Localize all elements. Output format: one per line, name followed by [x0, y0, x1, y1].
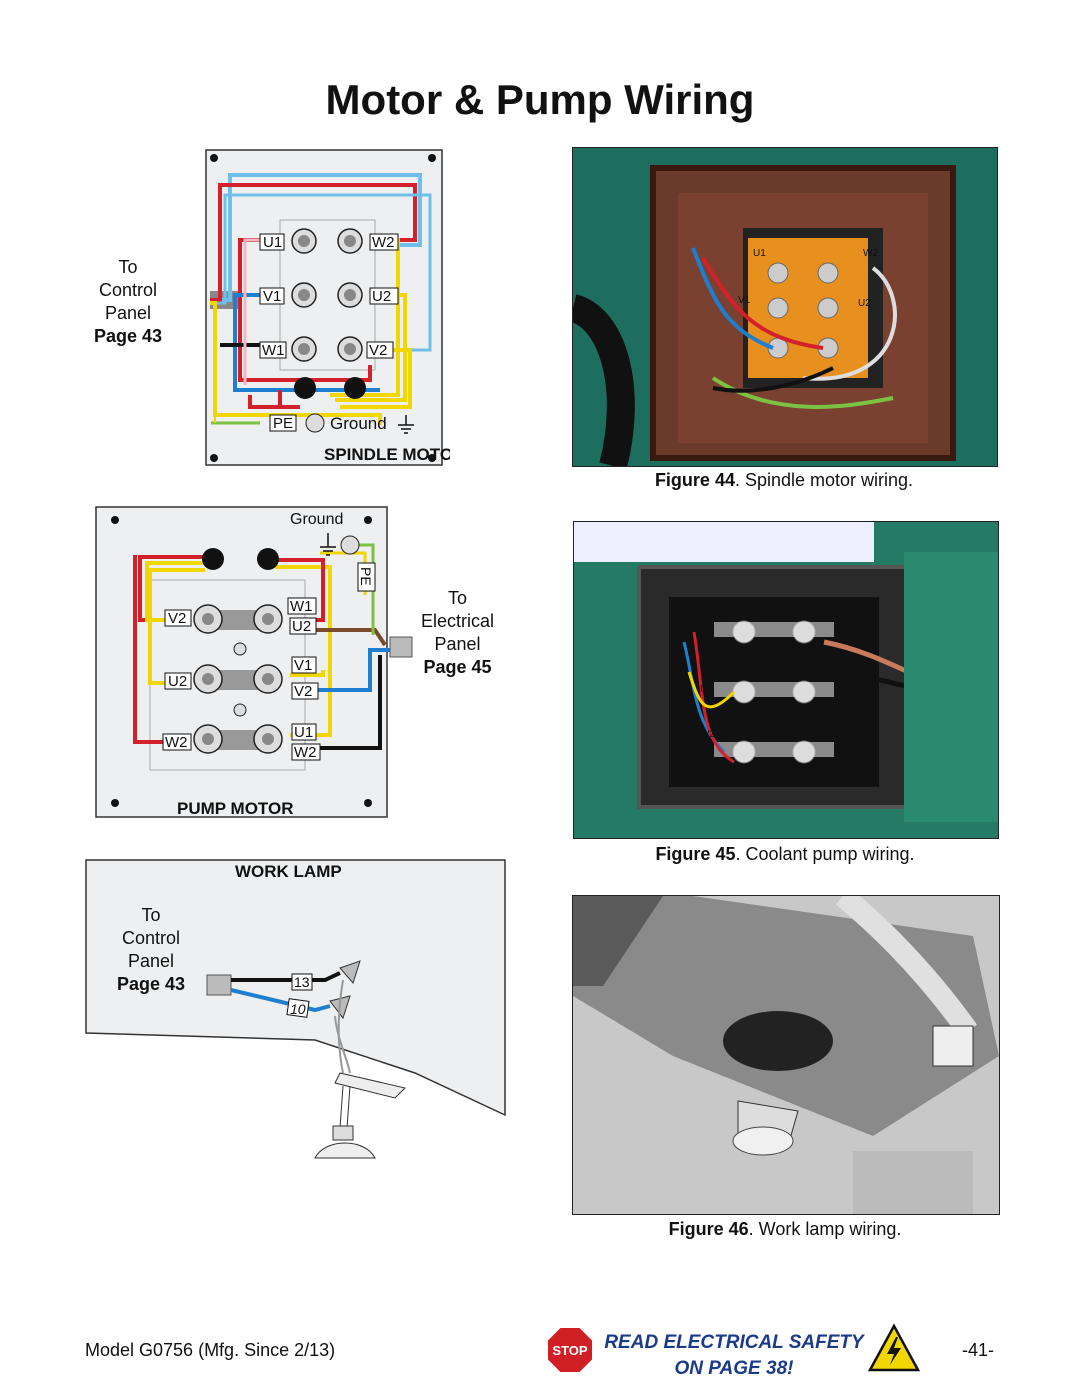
safety-warning-text: READ ELECTRICAL SAFETY ON PAGE 38!	[604, 1332, 864, 1379]
work-lamp-to-control-label: To Control Panel Page 43	[110, 904, 192, 996]
pump-term-u1: U1	[294, 724, 313, 741]
work-lamp-diagram: WORK LAMP 13 10	[85, 859, 506, 1159]
wire-10-label: 10	[290, 1001, 306, 1017]
spindle-term-u1: U1	[263, 234, 282, 251]
spindle-page-ref: Page 43	[93, 326, 163, 346]
figure-45-photo: V2 U2 W2	[573, 521, 999, 839]
pump-term-u2-left: U2	[168, 673, 187, 690]
pump-motor-diagram: Ground PE V2 U2 W2 W1 U2 V1 V2 U1 W2 PUM…	[95, 506, 395, 818]
pump-to-electrical-label: To Electrical Panel Page 45	[410, 587, 505, 679]
electrical-hazard-icon	[868, 1323, 920, 1372]
spindle-ground-label: Ground	[330, 414, 387, 433]
footer-model: Model G0756 (Mfg. Since 2/13)	[85, 1340, 336, 1360]
figure-44-caption: Figure 44. Spindle motor wiring.	[654, 470, 914, 490]
fig44-term-w2: W2	[863, 248, 878, 259]
work-lamp-page-ref: Page 43	[116, 974, 186, 994]
pump-connector-icon	[389, 636, 413, 658]
pump-page-ref: Page 45	[423, 657, 492, 677]
pump-term-w2: W2	[294, 744, 317, 761]
pump-term-w2-left: W2	[165, 734, 188, 751]
pump-ground-label: Ground	[290, 511, 343, 528]
pump-term-v1: V1	[294, 657, 312, 674]
figure-45-caption: Figure 45. Coolant pump wiring.	[655, 844, 915, 864]
spindle-to-control-label: To Control Panel Page 43	[88, 256, 168, 348]
pump-term-w1: W1	[290, 598, 313, 615]
figure-44-photo: U1 W2 V1 U2	[572, 147, 998, 467]
svg-text:STOP: STOP	[552, 1343, 587, 1358]
spindle-motor-title: SPINDLE MOTOR	[324, 445, 450, 464]
spindle-term-w2: W2	[372, 234, 395, 251]
spindle-pe-label: PE	[273, 415, 293, 432]
stop-sign-icon: STOP	[546, 1326, 594, 1374]
fig45-term-u2: U2	[700, 684, 713, 695]
fig45-term-v2: V2	[702, 630, 715, 641]
fig44-term-v1: V1	[738, 295, 751, 306]
spindle-term-w1: W1	[262, 342, 285, 359]
work-lamp-title: WORK LAMP	[235, 862, 342, 881]
figure-46-caption: Figure 46. Work lamp wiring.	[668, 1219, 902, 1239]
pump-term-u2: U2	[292, 618, 311, 635]
pump-motor-title: PUMP MOTOR	[177, 799, 294, 818]
pump-ground-symbol-icon	[320, 533, 336, 556]
wire-13-label: 13	[294, 974, 310, 990]
pump-pe-label: PE	[358, 567, 374, 586]
ground-symbol-icon	[398, 415, 414, 434]
fig44-term-u1: U1	[753, 248, 766, 259]
page-title: Motor & Pump Wiring	[325, 76, 755, 123]
spindle-motor-diagram: U1 W2 V1 U2 W1 V2 PE Ground SPINDLE MOTO…	[205, 149, 450, 466]
fig45-term-w2: W2	[700, 729, 715, 740]
pump-term-v2-left: V2	[168, 610, 186, 627]
page-number: -41-	[962, 1340, 995, 1360]
pump-term-v2: V2	[294, 683, 312, 700]
fig44-term-u2: U2	[858, 298, 871, 309]
spindle-term-v1: V1	[263, 288, 281, 305]
figure-46-photo	[572, 895, 1000, 1215]
spindle-term-u2: U2	[372, 288, 391, 305]
spindle-term-v2: V2	[369, 342, 387, 359]
